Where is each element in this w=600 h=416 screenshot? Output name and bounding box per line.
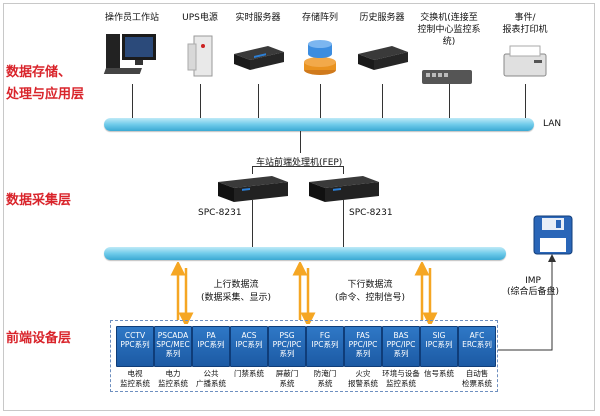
diagram-frame <box>3 3 595 411</box>
connector-line <box>258 84 259 118</box>
downstream-sub: (命令、控制信号) <box>334 293 406 303</box>
upstream-label: 上行数据流 (数据采集、显示) <box>196 277 276 303</box>
module-pscada: PSCADA SPC/MEC 系列 <box>154 326 192 367</box>
device-workstation: 操作员工作站 <box>102 12 162 88</box>
device-storage-array: 存储阵列 <box>290 12 350 88</box>
module-label-afc: 自动售 检票系统 <box>462 369 492 388</box>
downstream-label: 下行数据流 (命令、控制信号) <box>330 277 410 303</box>
field-bus <box>104 247 506 260</box>
layer-storage-label: 数据存储、 处理与应用层 <box>6 62 84 106</box>
fep-unit-label: SPC-8231 <box>198 208 242 218</box>
device-switch: 交换机(连接至 控制中心监控系统) <box>412 12 486 100</box>
floppy-disk-icon <box>533 215 573 255</box>
connector-line <box>320 84 321 118</box>
module-label-acs: 门禁系统 <box>234 369 264 378</box>
ups-icon <box>187 35 213 77</box>
fep-server-icon <box>218 176 288 202</box>
server-icon <box>234 46 284 70</box>
imp-connector <box>498 254 556 351</box>
device-history-server: 历史服务器 <box>352 12 412 88</box>
module-acs: ACS IPC系列 <box>230 326 268 367</box>
connector-line <box>382 84 383 118</box>
layer-acquisition-label: 数据采集层 <box>6 193 72 208</box>
workstation-icon <box>103 34 156 74</box>
layer-storage-line1: 数据存储、 <box>6 65 72 80</box>
module-bas: BAS PPC/IPC 系列 <box>382 326 420 367</box>
connector-line <box>252 166 253 174</box>
downstream-title: 下行数据流 <box>347 280 393 290</box>
device-label: 交换机(连接至 控制中心监控系统) <box>417 13 481 47</box>
module-fas: FAS PPC/IPC 系列 <box>344 326 382 367</box>
upstream-sub: (数据采集、显示) <box>200 293 272 303</box>
module-pa: PA IPC系列 <box>192 326 230 367</box>
module-label-bas: 环境与设备 监控系统 <box>382 369 420 388</box>
frontend-group <box>110 320 498 392</box>
lan-bus <box>104 118 534 131</box>
layer-frontend-label: 前端设备层 <box>6 331 72 346</box>
device-realtime-server: 实时服务器 <box>228 12 288 88</box>
layer-storage-line2: 处理与应用层 <box>6 87 85 102</box>
switch-icon <box>422 70 472 84</box>
module-afc: AFC ERC系列 <box>458 326 496 367</box>
data-flow-arrows <box>170 262 438 324</box>
device-ups: UPS电源 <box>170 12 230 88</box>
module-sig: SIG IPC系列 <box>420 326 458 367</box>
connector-line <box>343 166 344 174</box>
fep-label: 车站前端处理机(FEP) <box>256 158 343 168</box>
device-label: 存储阵列 <box>301 13 338 23</box>
module-fg: FG IPC系列 <box>306 326 344 367</box>
module-label-pscada: 电力 监控系统 <box>158 369 188 388</box>
imp-label: IMP (综合后备盘) <box>506 276 560 297</box>
device-label: 实时服务器 <box>235 13 281 23</box>
module-label-cctv: 电视 监控系统 <box>120 369 150 388</box>
storage-array-icon <box>304 40 336 75</box>
device-label: UPS电源 <box>182 13 218 23</box>
module-label-pa: 公共 广播系统 <box>196 369 226 388</box>
connector-line <box>300 131 301 153</box>
connector-line <box>252 200 253 248</box>
fep-unit-label: SPC-8231 <box>349 208 393 218</box>
connector-line <box>132 84 133 118</box>
module-label-fg: 防淹门 系统 <box>313 369 337 388</box>
fep-server-icon <box>309 176 379 202</box>
connector-line <box>525 84 526 118</box>
upstream-title: 上行数据流 <box>213 280 259 290</box>
device-printer: 事件/ 报表打印机 <box>490 12 560 88</box>
lan-label: LAN <box>543 119 562 129</box>
module-label-fas: 火灾 报警系统 <box>348 369 378 388</box>
module-label-sig: 信号系统 <box>424 369 454 378</box>
connector-line <box>200 84 201 118</box>
connector-line <box>343 200 344 248</box>
connector-line <box>252 166 343 167</box>
server-icon <box>358 46 408 70</box>
device-label: 操作员工作站 <box>104 13 159 23</box>
module-cctv: CCTV PPC系列 <box>116 326 154 367</box>
module-label-psg: 屏蔽门 系统 <box>275 369 299 388</box>
device-label: 历史服务器 <box>359 13 405 23</box>
connector-line <box>449 84 450 118</box>
module-psg: PSG PPC/IPC 系列 <box>268 326 306 367</box>
device-label: 事件/ 报表打印机 <box>502 13 548 35</box>
printer-icon <box>503 45 547 77</box>
